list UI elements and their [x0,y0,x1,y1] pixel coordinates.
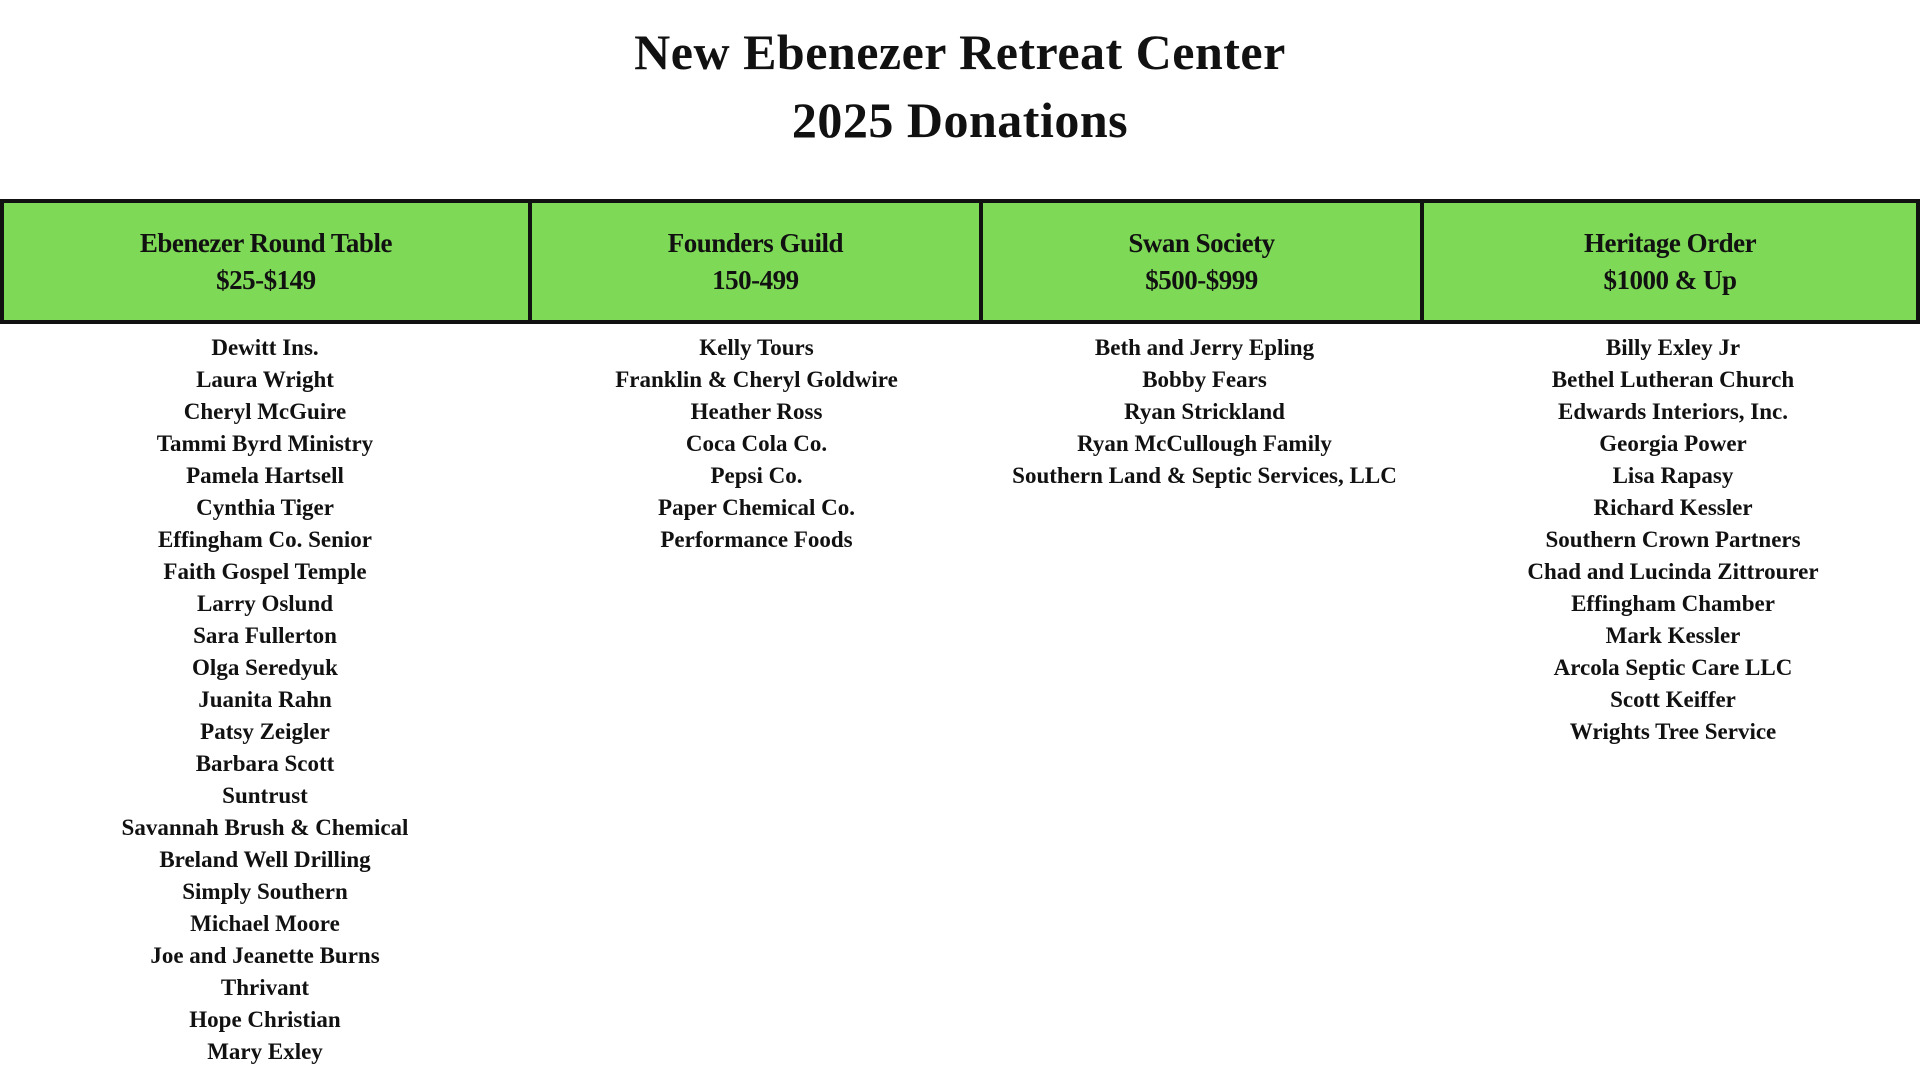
donor-name: Sara Fullerton [193,623,337,648]
tier-name: Founders Guild [667,227,844,258]
donor-name: Chad and Lucinda Zittrourer [1527,559,1819,584]
donor-name: Franklin & Cheryl Goldwire [615,367,898,392]
tier-range: $1000 & Up [1603,264,1738,295]
tier-header-founders-guild: Founders Guild 150-499 [532,203,983,320]
donor-name: Olga Seredyuk [192,655,338,680]
donor-name: Savannah Brush & Chemical [121,815,409,840]
donor-name: Ryan McCullough Family [1077,431,1332,456]
tier-header-round-table: Ebenezer Round Table $25-$149 [4,203,532,320]
donor-name: Barbara Scott [195,751,335,776]
donor-name: Hope Christian [189,1007,341,1032]
donor-name: Suntrust [222,783,308,808]
donor-name: Pamela Hartsell [186,463,344,488]
donor-name: Georgia Power [1599,431,1747,456]
donor-name: Effingham Co. Senior [157,527,373,552]
donor-name: Mary Exley [207,1039,323,1064]
donor-name: Heather Ross [690,399,823,424]
page-title: New Ebenezer Retreat Center 2025 Donatio… [0,18,1920,154]
donor-name: Effingham Chamber [1571,591,1775,616]
tier-header-swan-society: Swan Society $500-$999 [983,203,1425,320]
donor-name: Wrights Tree Service [1569,719,1777,744]
donor-name: Cheryl McGuire [183,399,347,424]
donor-name: Faith Gospel Temple [163,559,367,584]
donor-name: Laura Wright [196,367,334,392]
tier-name: Swan Society [1128,227,1275,258]
donor-name: Breland Well Drilling [159,847,371,872]
donor-name: Lisa Rapasy [1612,463,1734,488]
donor-name: Edwards Interiors, Inc. [1557,399,1788,424]
donor-name: Larry Oslund [196,591,334,616]
donor-name: Juanita Rahn [198,687,332,712]
donor-name: Patsy Zeigler [200,719,330,744]
donor-name: Michael Moore [190,911,340,936]
donor-name: Billy Exley Jr [1605,335,1741,360]
donor-name: Bobby Fears [1142,367,1267,392]
tier-header-band: Ebenezer Round Table $25-$149 Founders G… [0,199,1920,324]
donor-name: Simply Southern [182,879,348,904]
donor-name: Scott Keiffer [1610,687,1736,712]
donor-name: Thrivant [220,975,310,1000]
donor-name: Arcola Septic Care LLC [1553,655,1793,680]
donor-name: Ryan Strickland [1124,399,1285,424]
title-line-1: New Ebenezer Retreat Center [634,24,1286,80]
donor-name: Pepsi Co. [710,463,803,488]
donor-name: Beth and Jerry Epling [1094,335,1315,360]
tier-name: Ebenezer Round Table [139,227,393,258]
donor-name: Performance Foods [660,527,853,552]
donor-name: Southern Land & Septic Services, LLC [1012,463,1397,488]
donor-name: Cynthia Tiger [196,495,334,520]
donor-name: Dewitt Ins. [211,335,319,360]
donor-name: Richard Kessler [1593,495,1753,520]
donor-name: Mark Kessler [1605,623,1741,648]
donor-name: Joe and Jeanette Burns [150,943,380,968]
tier-range: $500-$999 [1145,264,1258,295]
title-line-2: 2025 Donations [791,92,1129,148]
tier-range: $25-$149 [216,264,316,295]
donor-name: Bethel Lutheran Church [1551,367,1795,392]
tier-range: 150-499 [712,264,799,295]
donor-name: Kelly Tours [699,335,814,360]
donor-name: Paper Chemical Co. [658,495,855,520]
tier-name: Heritage Order [1583,227,1757,258]
tier-header-heritage-order: Heritage Order $1000 & Up [1424,203,1916,320]
donor-name: Coca Cola Co. [685,431,828,456]
donor-name: Southern Crown Partners [1545,527,1801,552]
donor-name: Tammi Byrd Ministry [156,431,374,456]
